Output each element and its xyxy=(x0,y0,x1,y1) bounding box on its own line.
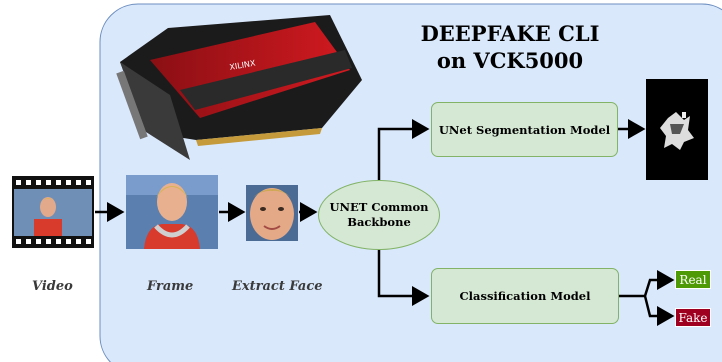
segmentation-model-node: UNet Segmentation Model xyxy=(431,102,618,157)
diagram-title: DEEPFAKE CLI on VCK5000 xyxy=(385,20,635,74)
caption-video: Video xyxy=(32,279,73,294)
segmentation-mask-image xyxy=(646,79,708,180)
title-line-2: on VCK5000 xyxy=(436,48,584,73)
backbone-line-1: UNET Common xyxy=(329,200,429,214)
caption-extract-face: Extract Face xyxy=(232,279,323,294)
real-output-badge: Real xyxy=(675,270,711,289)
caption-frame: Frame xyxy=(147,279,194,294)
extracted-face-image xyxy=(246,185,298,241)
backbone-line-2: Backbone xyxy=(347,215,411,229)
arrow-backbone-to-classification xyxy=(377,250,430,306)
frame-image xyxy=(126,175,218,249)
fake-output-badge: Fake xyxy=(675,308,711,327)
video-filmstrip-image xyxy=(12,176,94,248)
title-line-1: DEEPFAKE CLI xyxy=(420,21,600,46)
classification-model-node: Classification Model xyxy=(431,268,619,324)
arrow-backbone-to-segmentation xyxy=(377,119,430,180)
vck5000-card-image: XILINX xyxy=(116,15,362,160)
backbone-node: UNET Common Backbone xyxy=(318,180,440,250)
